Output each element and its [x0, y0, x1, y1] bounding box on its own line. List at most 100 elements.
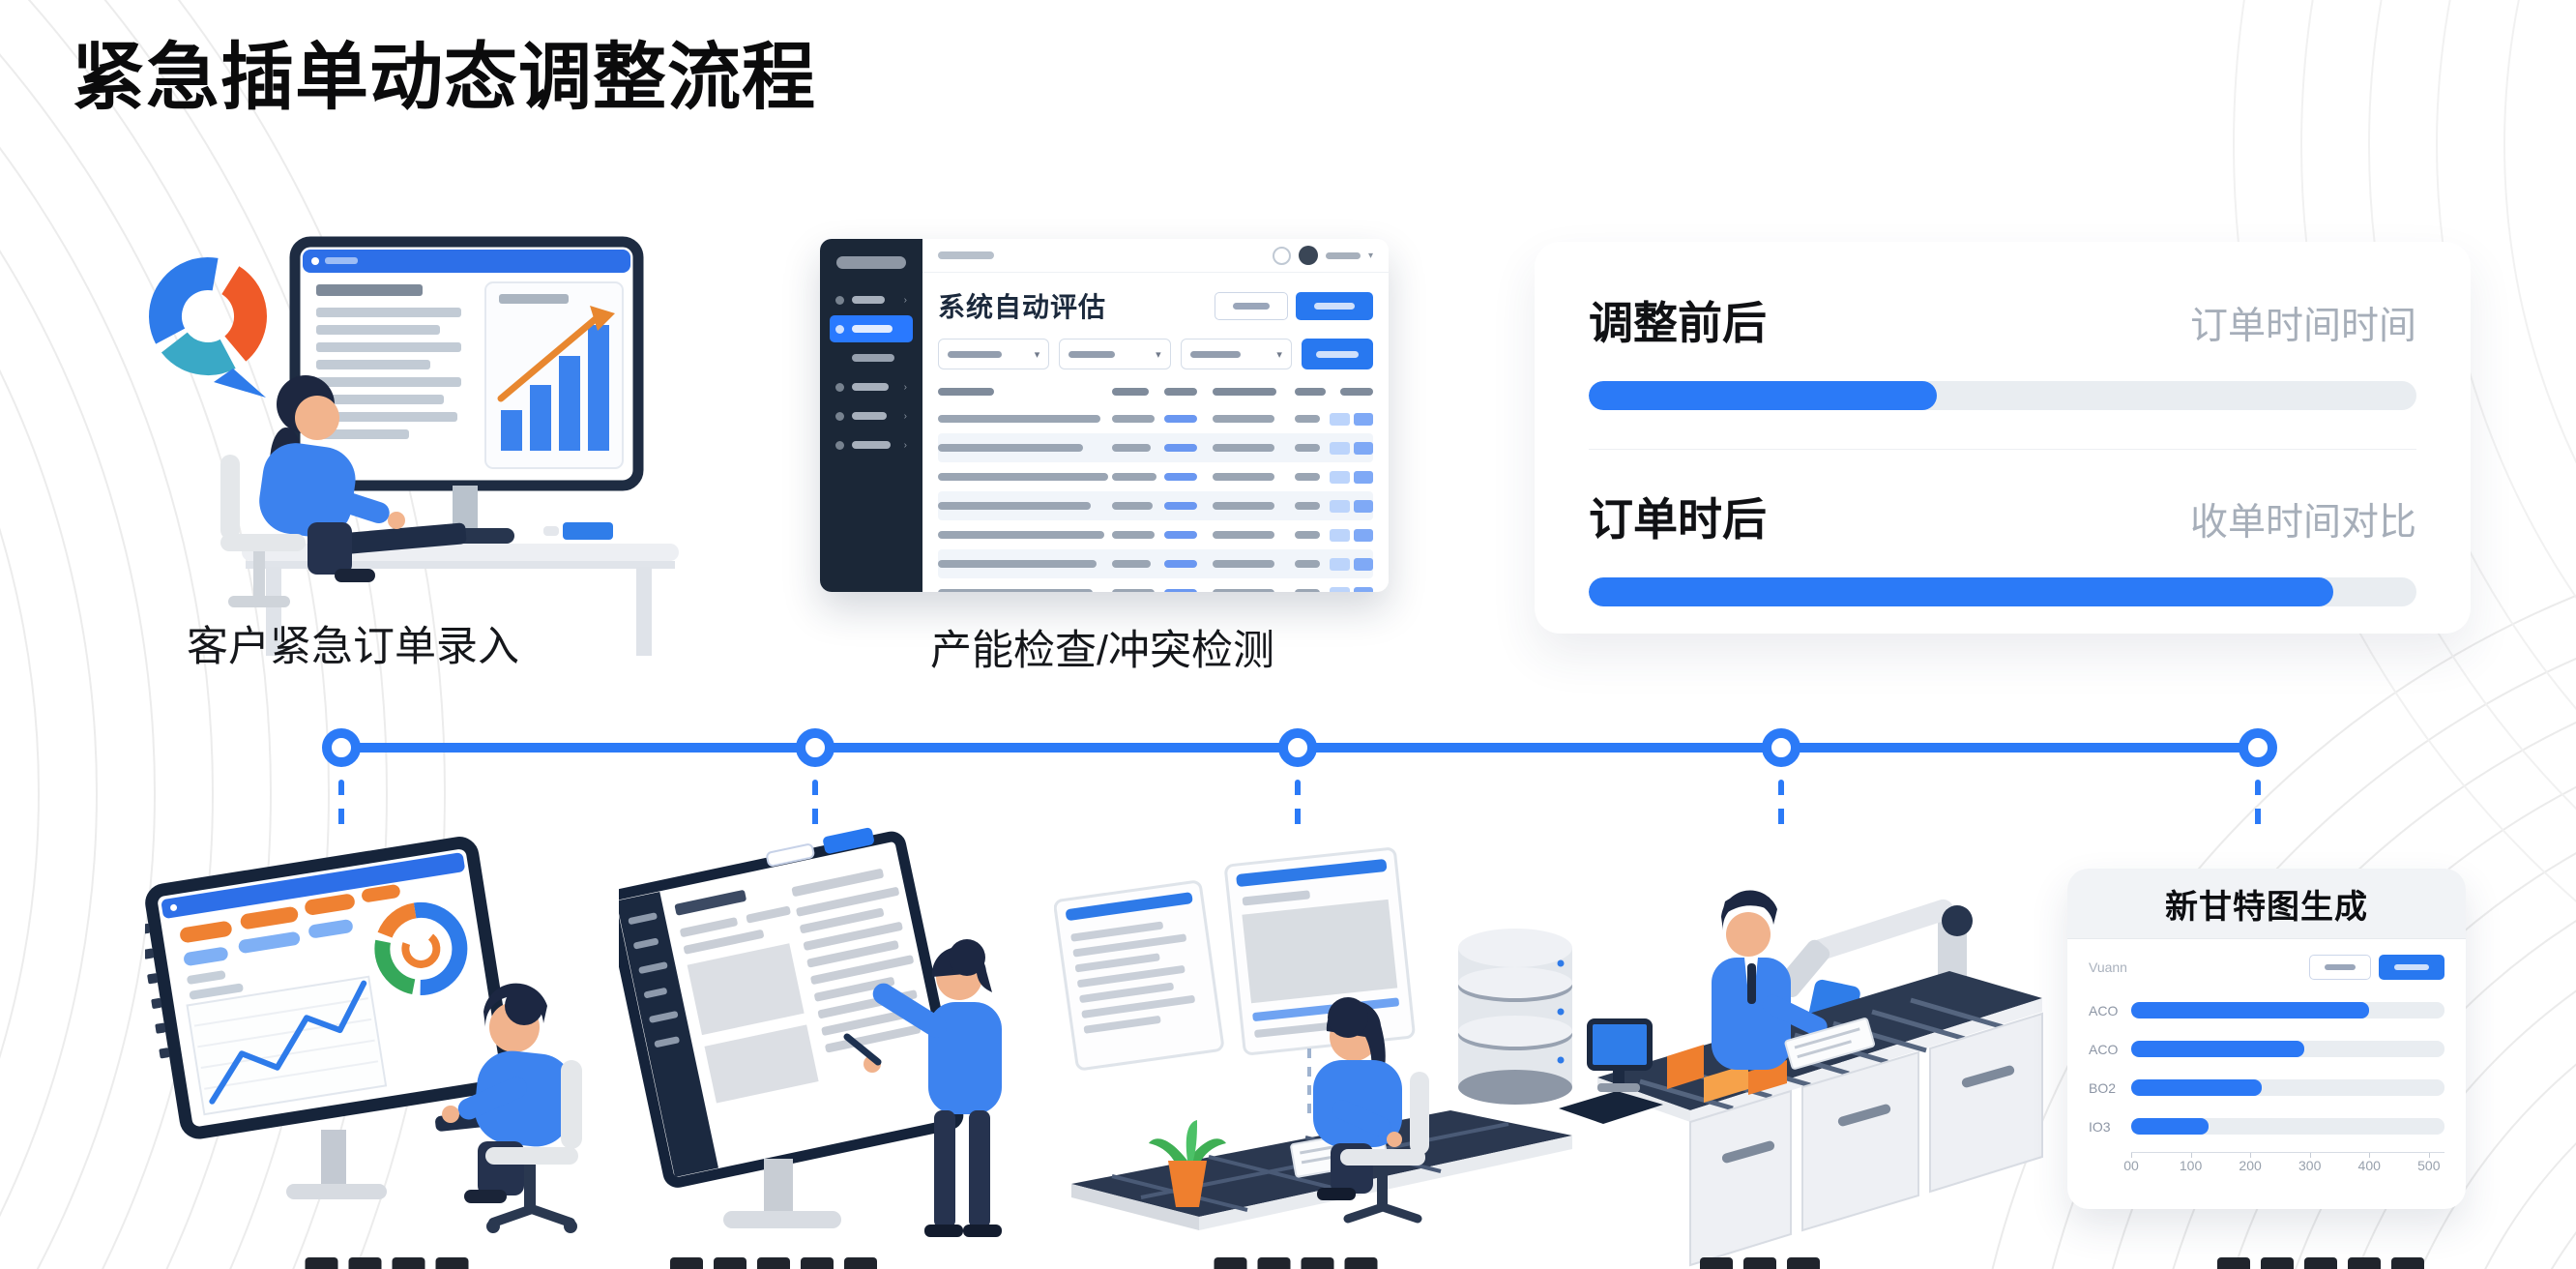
gantt-tick-label: 100 [2179, 1158, 2203, 1173]
table-row[interactable] [938, 520, 1373, 549]
table-action-badge[interactable] [1353, 441, 1373, 455]
table-action-badge[interactable] [1353, 557, 1373, 571]
search-button[interactable] [1301, 339, 1374, 369]
board-graphic [619, 827, 964, 1188]
table-action-badge[interactable] [1330, 441, 1350, 455]
timeline-node [322, 728, 361, 767]
nav-icon [835, 295, 844, 305]
nav-icon [835, 324, 844, 334]
donut-chart-icon [149, 257, 267, 398]
dashboard-sidebar: › › › › [820, 239, 922, 592]
timeline-connector [812, 780, 818, 834]
sidebar-subitem[interactable] [830, 344, 913, 371]
table-action-badge[interactable] [1353, 528, 1373, 542]
user-name-placeholder [1325, 251, 1361, 259]
cutoff-label-fragment [305, 1257, 469, 1269]
boxes-graphic [1667, 1045, 1787, 1103]
table-row[interactable] [938, 578, 1373, 592]
comparison-card: 调整前后 订单时间时间 订单时后 收单时间对比 [1535, 242, 2471, 634]
table-action-badge[interactable] [1353, 470, 1373, 484]
timeline-connector [2255, 780, 2261, 834]
gantt-tick-label: 00 [2123, 1158, 2139, 1173]
monitor-graphic [145, 837, 513, 1139]
divider [1589, 449, 2416, 450]
gantt-axis [2131, 1152, 2444, 1158]
chevron-down-icon: ▾ [1156, 348, 1161, 361]
gantt-bar-fill [2131, 1079, 2263, 1096]
chevron-right-icon: › [903, 439, 907, 451]
gantt-bar-track [2131, 1079, 2444, 1096]
filter-select[interactable]: ▾ [938, 339, 1050, 369]
timeline-connector [1295, 780, 1301, 834]
table-row[interactable] [938, 491, 1373, 520]
small-monitor-graphic [1587, 1018, 1653, 1092]
illustration-execution-line [1559, 890, 2043, 1267]
gantt-card-title: 新甘特图生成 [2067, 869, 2466, 939]
illustration-manual-adjustment [619, 827, 1002, 1237]
page-title: 紧急插单动态调整流程 [72, 37, 816, 119]
table-action-badge[interactable] [1353, 586, 1373, 592]
step-label-capacity-check: 产能检查/冲突检测 [930, 628, 1274, 674]
table-action-badge[interactable] [1330, 412, 1350, 426]
gantt-tick-label: 300 [2298, 1158, 2322, 1173]
timeline-connector [338, 780, 344, 834]
table-action-badge[interactable] [1330, 499, 1350, 513]
table-row[interactable] [938, 404, 1373, 433]
table-action-badge[interactable] [1353, 412, 1373, 426]
nav-icon [835, 382, 844, 392]
person-graphic [1712, 890, 1875, 1070]
primary-button[interactable] [1296, 291, 1373, 320]
table-row[interactable] [938, 462, 1373, 491]
cutoff-label-fragment [670, 1257, 877, 1269]
monitor-graphic [289, 236, 644, 544]
gantt-tick-label: 400 [2357, 1158, 2381, 1173]
timeline-node [1278, 728, 1317, 767]
gantt-bar-fill [2131, 1118, 2210, 1135]
cutoff-label-fragment [2217, 1257, 2424, 1269]
gantt-bar-row: IO3 [2089, 1118, 2444, 1135]
sidebar-item[interactable]: › [830, 286, 913, 313]
progress-track-after [1589, 577, 2416, 606]
comparison-row1-subtitle: 订单时间时间 [2189, 306, 2416, 347]
illustration-system-sync [1054, 847, 1572, 1230]
gantt-bar-track [2131, 1002, 2444, 1018]
dashboard-page-title: 系统自动评估 [938, 292, 1107, 322]
table-action-badge[interactable] [1330, 557, 1350, 571]
table-row[interactable] [938, 433, 1373, 462]
filter-select[interactable]: ▾ [1180, 339, 1292, 369]
comparison-row1-title: 调整前后 [1589, 298, 1767, 348]
avatar[interactable] [1298, 246, 1318, 265]
table-action-badge[interactable] [1353, 499, 1373, 513]
gantt-secondary-button[interactable] [2309, 955, 2371, 980]
table-action-badge[interactable] [1330, 586, 1350, 592]
gantt-bar-track [2131, 1118, 2444, 1135]
person-graphic [843, 939, 1002, 1237]
gantt-bar-label: BO2 [2089, 1079, 2117, 1096]
sidebar-item[interactable]: › [830, 402, 913, 429]
sidebar-item-active[interactable] [830, 315, 913, 342]
gantt-primary-button[interactable] [2379, 955, 2444, 980]
table-row[interactable] [938, 549, 1373, 578]
comparison-row2-title: 订单时后 [1589, 494, 1767, 545]
notification-bell-icon[interactable] [1272, 246, 1291, 265]
progress-track-before [1589, 381, 2416, 410]
illustration-customer-order-entry [149, 236, 679, 656]
table-action-badge[interactable] [1330, 470, 1350, 484]
nav-icon [835, 440, 844, 450]
gantt-bar-label: IO3 [2089, 1118, 2111, 1135]
cutoff-label-fragment [1700, 1257, 1820, 1269]
screen-graphic [1054, 880, 1224, 1071]
filter-select[interactable]: ▾ [1059, 339, 1171, 369]
gantt-bar-track [2131, 1041, 2444, 1057]
progress-fill-before [1589, 381, 1937, 410]
chevron-right-icon: › [903, 381, 907, 393]
secondary-button[interactable] [1215, 291, 1288, 320]
gantt-bar-row: BO2 [2089, 1079, 2444, 1096]
results-table [922, 379, 1389, 592]
gantt-tick-label: 500 [2417, 1158, 2441, 1173]
gantt-bar-label: ACO [2089, 1041, 2119, 1057]
table-action-badge[interactable] [1330, 528, 1350, 542]
sidebar-item[interactable]: › [830, 373, 913, 400]
sidebar-item[interactable]: › [830, 431, 913, 458]
